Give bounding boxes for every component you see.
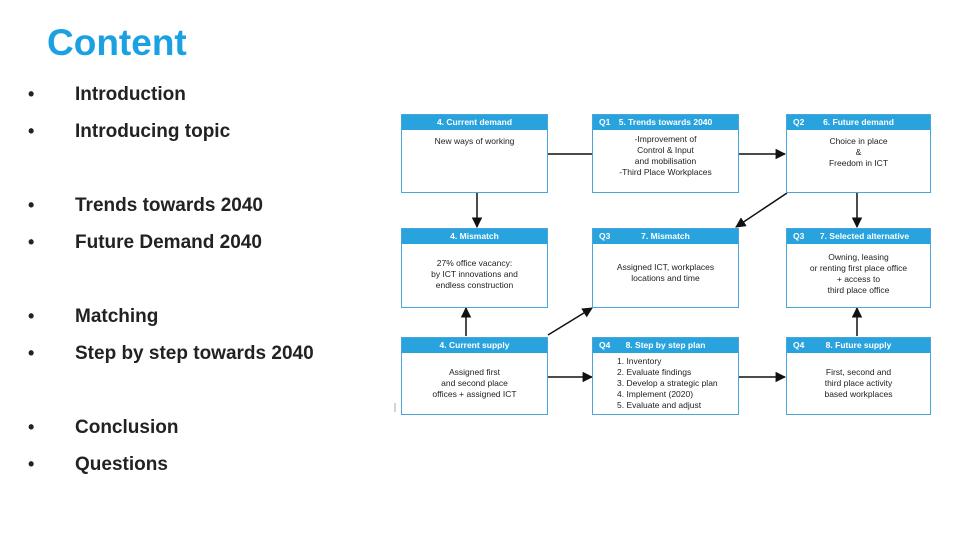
bullet-dot: • — [28, 454, 35, 474]
box-header: Q3 7. Selected alternative — [787, 229, 930, 244]
quarter-label: Q3 — [599, 231, 611, 241]
quarter-label: Q3 — [793, 231, 805, 241]
box-title: 7. Mismatch — [641, 231, 690, 241]
box-title: 7. Selected alternative — [819, 231, 910, 241]
slide-title: Content — [47, 22, 187, 63]
box-header: 4. Mismatch — [402, 229, 547, 244]
box-header: 4. Current demand — [402, 115, 547, 130]
box-mismatch-4: 4. Mismatch 27% office vacancy: by ICT i… — [401, 228, 548, 308]
box-title: 4. Mismatch — [450, 231, 499, 241]
box-title: 4. Current supply — [439, 340, 510, 350]
bullet-text: Future Demand 2040 — [75, 232, 262, 253]
box-body: New ways of working — [434, 136, 515, 146]
bullet-text: Questions — [75, 454, 168, 475]
box-body: Assigned ICT, workplaces locations and t… — [616, 262, 715, 283]
box-title: 8. Future supply — [825, 340, 892, 350]
box-body: Choice in place & Freedom in ICT — [828, 136, 889, 168]
box-trends: Q1 5. Trends towards 2040 -Improvement of… — [592, 114, 739, 193]
box-body: Owning, leasing or renting first place o… — [809, 252, 908, 295]
box-body: -Improvement of Control & Input and mobi… — [619, 134, 712, 177]
box-future-supply: Q4 8. Future supply First, second and thi… — [786, 337, 931, 415]
box-header: 4. Current supply — [402, 338, 547, 353]
box-header: Q4 8. Future supply — [787, 338, 930, 353]
box-body: Assigned first and second place offices … — [432, 367, 517, 399]
box-header: Q3 7. Mismatch — [593, 229, 738, 244]
bullet-text: Trends towards 2040 — [75, 195, 263, 216]
box-step-by-step-plan: Q4 8. Step by step plan 1. Inventory 2. E… — [592, 337, 739, 415]
box-future-demand: Q2 6. Future demand Choice in place & Fre… — [786, 114, 931, 193]
box-current-demand: 4. Current demand New ways of working — [401, 114, 548, 193]
bullet-dot: • — [28, 195, 35, 215]
box-header: Q1 5. Trends towards 2040 — [593, 115, 738, 130]
box-body: 27% office vacancy: by ICT innovations a… — [431, 258, 518, 290]
box-body: 1. Inventory 2. Evaluate findings 3. Dev… — [617, 356, 718, 410]
box-body: First, second and third place activity b… — [824, 367, 893, 399]
arrow-future-demand-to-mismatch7 — [735, 192, 788, 228]
bullet-dot: • — [28, 417, 35, 437]
bullet-dot: • — [28, 343, 35, 363]
bullet-text: Matching — [75, 306, 159, 327]
bullet-dot: • — [28, 232, 35, 252]
quarter-label: Q4 — [599, 340, 611, 350]
bullet-text: Introduction — [75, 84, 186, 105]
quarter-label: Q4 — [793, 340, 805, 350]
quarter-label: Q2 — [793, 117, 805, 127]
box-current-supply: 4. Current supply Assigned first and sec… — [401, 337, 548, 415]
bullet-dot: • — [28, 121, 35, 141]
bullet-dot: • — [28, 84, 35, 104]
bullet-text: Conclusion — [75, 417, 179, 438]
bullet-text: Introducing topic — [75, 121, 231, 142]
bullet-dot: • — [28, 306, 35, 326]
box-title: 5. Trends towards 2040 — [618, 117, 713, 127]
arrow-supply-to-mismatch7 — [547, 307, 593, 336]
quarter-label: Q1 — [599, 117, 611, 127]
box-title: 8. Step by step plan — [625, 340, 706, 350]
box-header: Q4 8. Step by step plan — [593, 338, 738, 353]
box-mismatch-7: Q3 7. Mismatch Assigned ICT, workplaces l… — [592, 228, 739, 308]
bullet-text: Step by step towards 2040 — [75, 343, 314, 364]
box-title: 4. Current demand — [436, 117, 513, 127]
box-title: 6. Future demand — [823, 117, 894, 127]
box-selected-alternative: Q3 7. Selected alternative Owning, leasin… — [786, 228, 931, 308]
box-header: Q2 6. Future demand — [787, 115, 930, 130]
